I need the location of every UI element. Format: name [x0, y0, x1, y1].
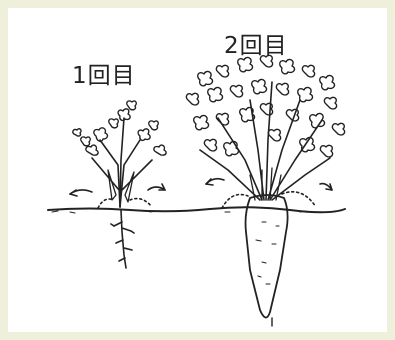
large-carrot — [186, 55, 344, 326]
label-first-thinning: 1回目 — [72, 56, 136, 90]
small-seedling — [70, 101, 166, 268]
label-second-thinning: 2回目 — [224, 26, 288, 60]
carrot-root — [246, 195, 288, 318]
